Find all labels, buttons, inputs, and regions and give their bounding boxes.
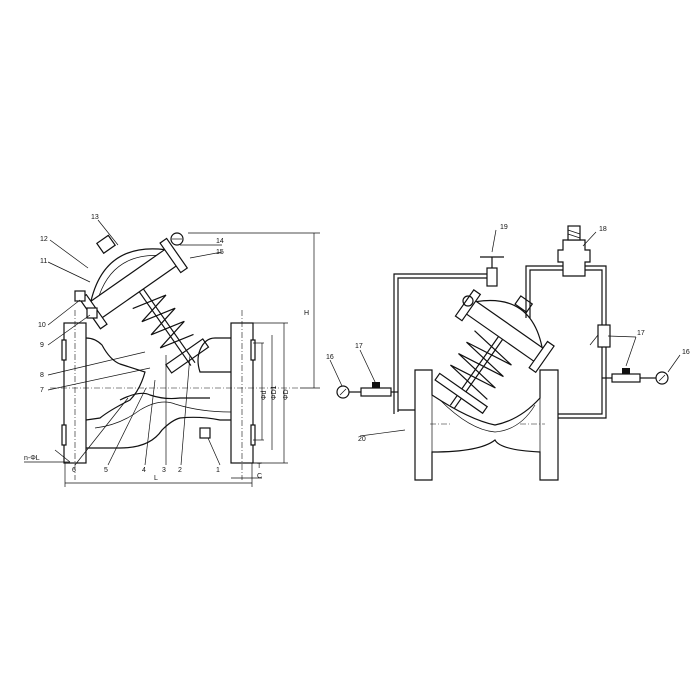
dim-D1: ΦD1 — [271, 385, 278, 400]
needle-valve — [486, 267, 498, 287]
label-16-right: 16 — [682, 349, 690, 356]
label-15: 15 — [216, 249, 224, 256]
right-part-labels: 16 16 17 17 18 19 20 — [326, 224, 690, 443]
label-11: 11 — [40, 258, 47, 265]
label-16-left: 16 — [326, 354, 334, 361]
left-part-labels: 13 12 11 10 9 8 7 6 5 4 3 2 1 14 15 — [38, 214, 224, 474]
ball-valve-right — [611, 373, 641, 383]
valve-body — [85, 337, 231, 449]
label-6: 6 — [72, 467, 76, 474]
label-5: 5 — [104, 467, 108, 474]
label-12: 12 — [40, 236, 48, 243]
dim-L: L — [154, 475, 158, 482]
label-13: 13 — [91, 214, 99, 221]
label-19: 19 — [500, 224, 508, 231]
left-leaders — [47, 219, 223, 466]
ball-valve-left — [360, 387, 392, 397]
label-14: 14 — [216, 238, 224, 245]
right-valve-assembly — [336, 225, 669, 481]
label-3: 3 — [162, 467, 166, 474]
main-valve-body — [414, 369, 559, 481]
label-1: 1 — [216, 467, 220, 474]
dim-D: ΦD — [283, 389, 290, 400]
label-2: 2 — [178, 467, 182, 474]
dim-T: T — [257, 463, 262, 470]
dim-d: Φd — [261, 390, 268, 400]
bonnet — [88, 248, 179, 319]
left-dimensions: H L T C Φd ΦD1 ΦD n-ΦL — [24, 232, 320, 487]
label-17-right: 17 — [637, 330, 645, 337]
lifting-ring — [170, 232, 184, 246]
label-17-left: 17 — [355, 343, 363, 350]
label-7: 7 — [40, 387, 44, 394]
pilot-regulator — [557, 239, 591, 277]
label-18: 18 — [599, 226, 607, 233]
label-8: 8 — [40, 372, 44, 379]
label-10: 10 — [38, 322, 46, 329]
dim-C: C — [257, 473, 262, 480]
label-9: 9 — [40, 342, 44, 349]
label-4: 4 — [142, 467, 146, 474]
dim-bolts: n-ΦL — [24, 455, 40, 462]
dim-H: H — [304, 310, 309, 317]
left-valve-section — [50, 232, 300, 480]
right-leaders — [329, 229, 681, 437]
label-20: 20 — [358, 436, 366, 443]
